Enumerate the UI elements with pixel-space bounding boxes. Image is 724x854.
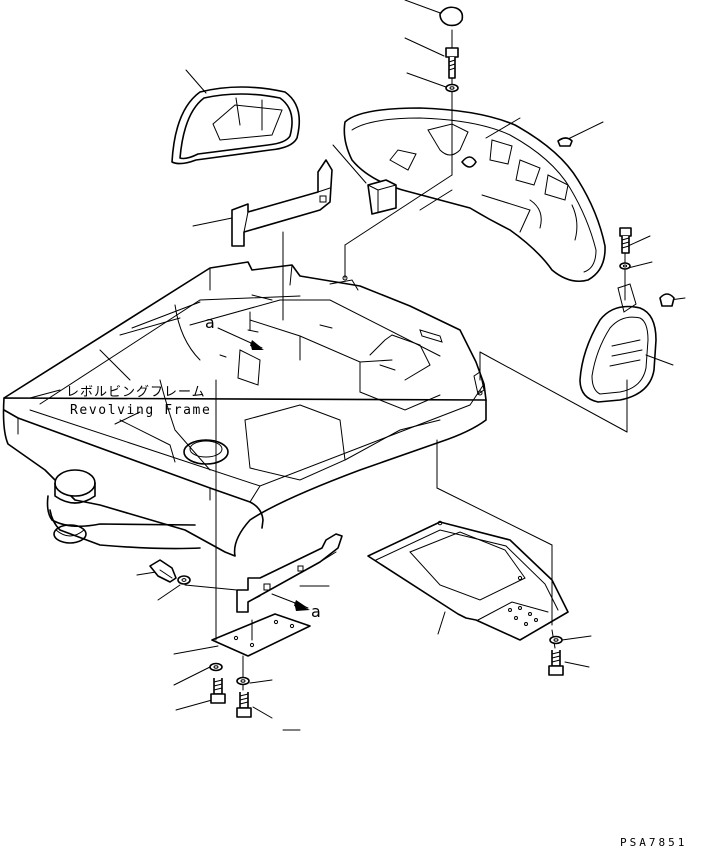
bolt-right	[619, 227, 632, 254]
bolt-lower-left-2	[236, 692, 252, 718]
bolt-lower-right	[548, 650, 564, 676]
view-arrow-top	[217, 327, 264, 350]
under-cover	[367, 520, 569, 641]
assembly-lines	[184, 29, 628, 691]
washer-lower-left-1	[209, 662, 223, 672]
washer-top	[445, 83, 459, 93]
bracket-lower	[236, 533, 343, 613]
view-mark-bottom: a	[311, 602, 321, 621]
revolving-frame	[2, 261, 487, 557]
revolving-frame-label-jp: レボルビングフレーム	[66, 385, 206, 400]
washer-lower-left-2	[236, 676, 250, 686]
washer-right	[619, 262, 631, 270]
side-panel-right	[579, 283, 657, 403]
foam-block	[367, 179, 397, 215]
bracket-upper	[231, 159, 333, 247]
leader-lines	[99, 0, 686, 731]
view-mark-top: a	[205, 313, 215, 332]
plate-bottom-left	[211, 613, 311, 657]
washer-side-left	[177, 575, 191, 585]
plug-right-top	[557, 137, 573, 147]
view-arrow-bottom	[271, 593, 310, 611]
bolt-lower-left-1	[210, 678, 226, 704]
cap-plug-top	[439, 6, 464, 27]
bolt-top	[445, 47, 459, 79]
left-cover	[171, 86, 301, 165]
drawing-code: PSA7851	[620, 836, 688, 849]
bolt-side-left	[149, 559, 177, 583]
plug-right	[659, 293, 675, 307]
revolving-frame-label-en: Revolving Frame	[70, 403, 212, 418]
washer-lower-right	[549, 635, 563, 645]
